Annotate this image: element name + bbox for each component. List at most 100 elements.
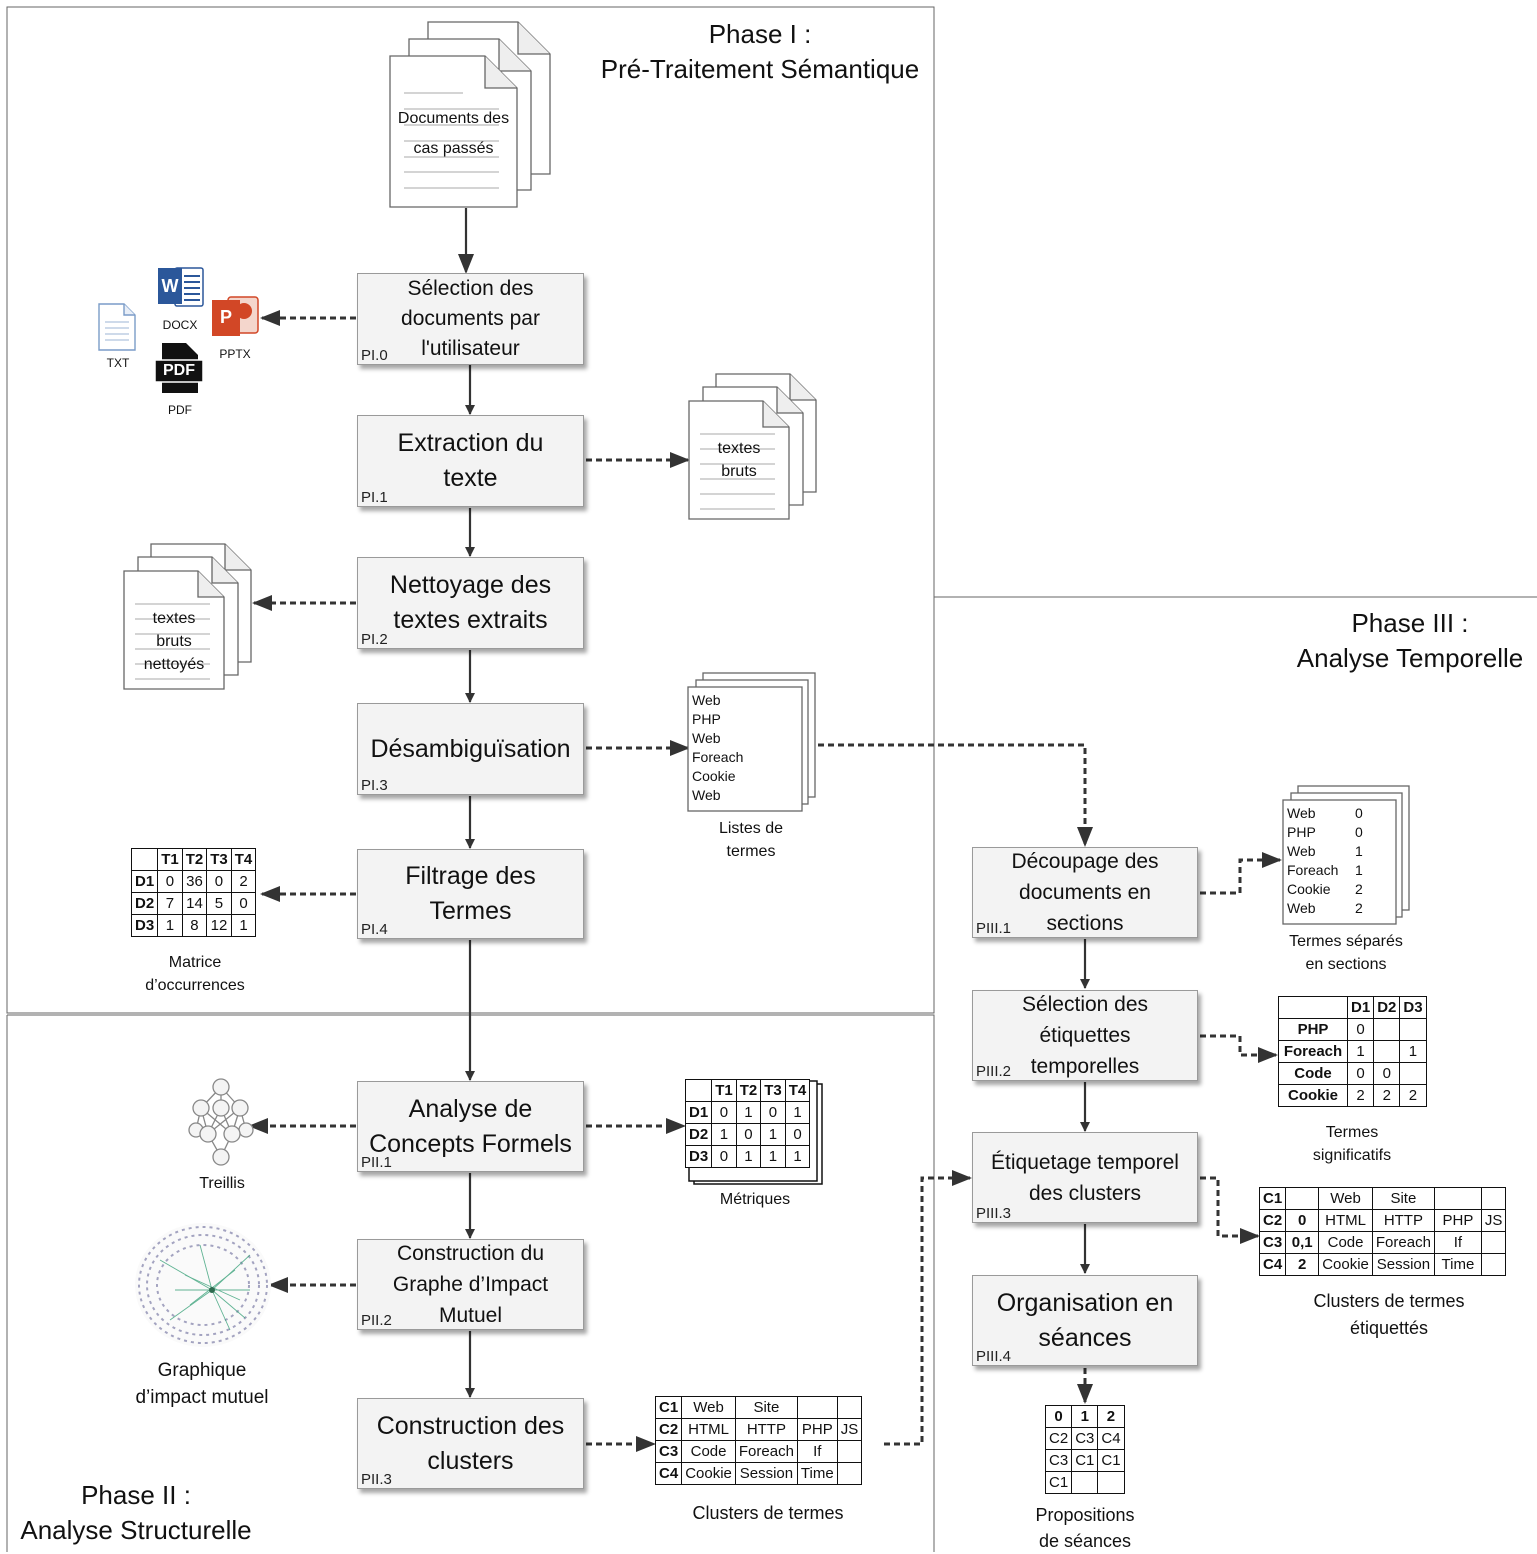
table-cell bbox=[836, 1440, 863, 1463]
table-cell: C1 bbox=[1071, 1449, 1099, 1472]
process-label: Analyse de Concepts Formels bbox=[369, 1094, 572, 1158]
table-cell: 0 bbox=[1285, 1209, 1320, 1232]
table-cell: PHP bbox=[1278, 1018, 1348, 1041]
table-cell: HTML bbox=[1318, 1209, 1373, 1232]
process-mutual-impact-graph[interactable]: Construction du Graphe d’Impact Mutuel P… bbox=[357, 1239, 584, 1330]
sectioned-terms-caption: Termes séparés en sections bbox=[1289, 933, 1403, 973]
table-cell bbox=[684, 1079, 713, 1102]
table-cell: HTML bbox=[681, 1418, 736, 1441]
process-temporal-cluster-labeling[interactable]: Étiquetage temporel des clusters PIII.3 bbox=[972, 1132, 1198, 1223]
process-label: Extraction du texte bbox=[397, 429, 544, 492]
table-cell: 1 bbox=[230, 914, 257, 937]
ppt-letter: P bbox=[219, 307, 232, 327]
table-cell: 1 bbox=[784, 1145, 811, 1168]
table-cell: 2 bbox=[1346, 1084, 1375, 1107]
process-disambiguation[interactable]: Désambiguïsation PI.3 bbox=[357, 703, 584, 795]
process-cluster-construction[interactable]: Construction des clusters PII.3 bbox=[357, 1398, 584, 1489]
table-cell: C4 bbox=[1258, 1253, 1287, 1276]
table-cell: 1 bbox=[760, 1145, 786, 1168]
sessions-caption: Propositions de séances bbox=[1035, 1505, 1135, 1551]
table-cell: T2 bbox=[181, 848, 208, 871]
table-cell bbox=[1399, 1062, 1427, 1085]
table-cell: PHP bbox=[796, 1418, 838, 1441]
table-cell: Site bbox=[734, 1396, 798, 1419]
table-cell: 0 bbox=[735, 1123, 762, 1146]
table-cell: 2 bbox=[1097, 1405, 1125, 1428]
table-cell: 12 bbox=[206, 914, 232, 937]
process-text-extraction[interactable]: Extraction du texte PI.1 bbox=[357, 415, 584, 507]
table-cell: D3 bbox=[130, 914, 159, 937]
process-code: PIII.4 bbox=[976, 1348, 1012, 1365]
process-text-cleaning[interactable]: Nettoyage des textes extraits PI.2 bbox=[357, 557, 584, 649]
phase-3-title: Phase III : Analyse Temporelle bbox=[1296, 608, 1524, 673]
process-formal-concept-analysis[interactable]: Analyse de Concepts Formels PII.1 bbox=[357, 1081, 584, 1172]
table-cell bbox=[130, 848, 159, 871]
process-temporal-label-selection[interactable]: Sélection des étiquettes temporelles PII… bbox=[972, 990, 1198, 1081]
process-label: Désambiguïsation bbox=[370, 734, 571, 763]
table-cell: D2 bbox=[130, 892, 159, 915]
table-cell: 1 bbox=[711, 1123, 737, 1146]
table-cell: HTTP bbox=[1371, 1209, 1435, 1232]
pdf-badge: PDF bbox=[163, 362, 195, 379]
txt-label: TXT bbox=[106, 356, 130, 370]
table-cell: D3 bbox=[1399, 996, 1427, 1019]
process-label: Étiquetage temporel des clusters bbox=[991, 1150, 1179, 1205]
table-cell: 1 bbox=[1399, 1040, 1427, 1063]
table-cell: Cookie bbox=[1318, 1253, 1373, 1276]
table-cell: Web bbox=[1318, 1187, 1373, 1210]
table-cell: 0 bbox=[711, 1101, 737, 1124]
process-term-filtering[interactable]: Filtrage des Termes PI.4 bbox=[357, 849, 584, 939]
process-code: PI.4 bbox=[361, 921, 388, 938]
process-code: PIII.1 bbox=[976, 920, 1012, 937]
table-cell: C2 bbox=[654, 1418, 683, 1441]
process-code: PII.1 bbox=[361, 1154, 392, 1171]
table-cell: D3 bbox=[684, 1145, 713, 1168]
table-cell: 0 bbox=[1373, 1062, 1401, 1085]
table-cell bbox=[1278, 996, 1348, 1019]
sectioned-terms-stack-icon bbox=[1282, 785, 1410, 925]
term-list-item: Web bbox=[692, 730, 721, 746]
table-cell: 0 bbox=[784, 1123, 811, 1146]
table-cell: 0 bbox=[1044, 1405, 1073, 1428]
table-cell: 2 bbox=[1285, 1253, 1320, 1276]
lattice-caption: Treillis bbox=[199, 1175, 245, 1192]
lattice-icon bbox=[188, 1078, 254, 1166]
table-cell: PHP bbox=[1433, 1209, 1482, 1232]
phase-1-title: Phase I : Pré-Traitement Sémantique bbox=[600, 19, 920, 84]
table-cell: Cookie bbox=[1278, 1084, 1348, 1107]
table-cell: C3 bbox=[654, 1440, 683, 1463]
table-cell bbox=[796, 1396, 838, 1419]
table-cell: 1 bbox=[1346, 1040, 1375, 1063]
occurrence-matrix-caption: Matrice d’occurrences bbox=[145, 954, 245, 994]
table-cell: If bbox=[796, 1440, 838, 1463]
cleaned-texts-documents-icon bbox=[123, 543, 252, 690]
table-cell: 0 bbox=[760, 1101, 786, 1124]
process-document-selection[interactable]: Sélection des documents par l'utilisateu… bbox=[357, 273, 584, 365]
table-cell: D2 bbox=[684, 1123, 713, 1146]
table-cell: C1 bbox=[1258, 1187, 1287, 1210]
table-cell: C3 bbox=[1071, 1427, 1099, 1450]
term-list-item: Web bbox=[692, 692, 721, 708]
pdf-label: PDF bbox=[168, 403, 192, 417]
table-cell: D1 bbox=[130, 870, 159, 893]
process-code: PI.2 bbox=[361, 631, 388, 648]
process-section-splitting[interactable]: Découpage des documents en sections PIII… bbox=[972, 847, 1198, 938]
process-session-organization[interactable]: Organisation en séances PIII.4 bbox=[972, 1275, 1198, 1366]
term-list-item: Foreach bbox=[692, 749, 744, 765]
